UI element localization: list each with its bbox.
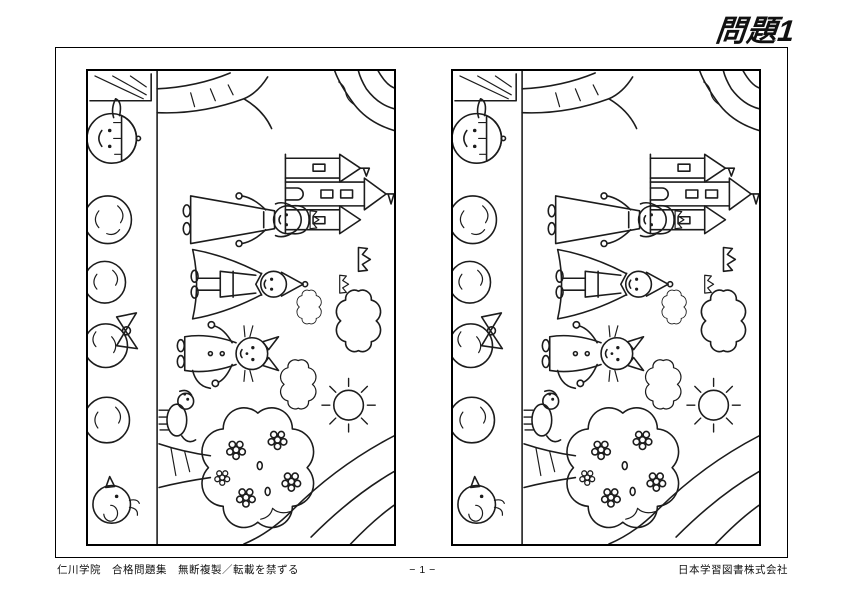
page-title: 問題1 (714, 15, 798, 48)
scene-drawing-left (88, 71, 394, 544)
footer: 仁川学院 合格問題集 無断複製／転載を禁ずる − 1 − 日本学習図書株式会社 (57, 562, 788, 577)
scene-drawing-right (453, 71, 759, 544)
footer-publisher: 日本学習図書株式会社 (678, 564, 789, 576)
page-number: − 1 − (409, 564, 436, 576)
illustration-left (86, 69, 396, 546)
content-frame (55, 47, 788, 558)
illustration-right (451, 69, 761, 546)
footer-source-text: 仁川学院 合格問題集 無断複製／転載を禁ずる (57, 564, 299, 576)
